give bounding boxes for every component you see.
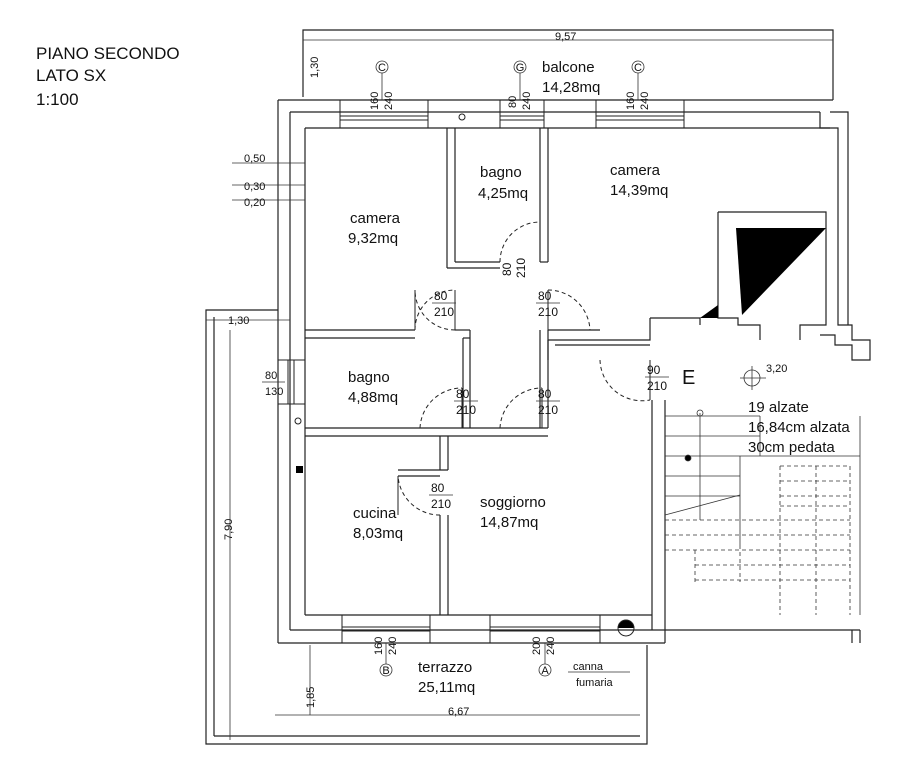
door-height: 210	[538, 305, 558, 319]
door-width: 80	[538, 387, 552, 401]
room-name-terrazzo: terrazzo	[418, 659, 472, 676]
room-name-bagno: bagno	[480, 164, 522, 181]
dim-wall: 0,50	[244, 153, 265, 165]
balcony-railing	[302, 29, 834, 100]
room-name-camera: camera	[350, 210, 401, 227]
dim-bottom-width: 6,67	[448, 706, 469, 718]
dim-bottom-depth: 1,85	[305, 687, 317, 708]
door-width: 80	[538, 289, 552, 303]
plan-title-side: LATO SX	[36, 66, 107, 85]
door-height: 210	[647, 379, 667, 393]
door-width: 80	[431, 481, 445, 495]
opening-height: 240	[387, 637, 399, 655]
axis-mark-a: A	[541, 665, 549, 677]
opening-width: 80	[265, 370, 277, 382]
stairs-risers: 19 alzate	[748, 399, 809, 416]
dim-left: 1,30	[228, 315, 249, 327]
room-area: 14,39mq	[610, 182, 668, 199]
door-width: 80	[500, 262, 514, 276]
door-height: 210	[431, 497, 451, 511]
plan-title-floor: PIANO SECONDO	[36, 44, 180, 63]
axis-mark-b: B	[382, 665, 389, 677]
staircase	[664, 409, 861, 615]
door-height: 210	[456, 403, 476, 417]
plan-scale: 1:100	[36, 90, 79, 109]
axis-mark-c: C	[378, 62, 386, 74]
dim-wall: 0,30	[244, 181, 265, 193]
room-name-bagno: bagno	[348, 369, 390, 386]
opening-width: 160	[373, 637, 385, 655]
chimney-flue-icon	[618, 620, 634, 628]
stairs-tread: 30cm pedata	[748, 439, 835, 456]
door-height: 210	[434, 305, 454, 319]
door-width: 90	[647, 363, 661, 377]
axis-mark-g: G	[516, 62, 525, 74]
opening-width: 160	[369, 92, 381, 110]
opening-width: 160	[625, 92, 637, 110]
opening-height: 130	[265, 386, 283, 398]
door-width: 80	[434, 289, 448, 303]
room-area: 9,32mq	[348, 230, 398, 247]
opening-height: 240	[639, 92, 651, 110]
room-name-soggiorno: soggiorno	[480, 494, 546, 511]
room-name-balcone: balcone	[542, 59, 595, 76]
door-width: 80	[456, 387, 470, 401]
structural-void-marker	[736, 228, 826, 315]
opening-height: 240	[521, 92, 533, 110]
opening-width: 80	[507, 96, 519, 108]
terrace-railing	[205, 309, 648, 745]
axis-mark-c: C	[634, 62, 642, 74]
room-name-camera: camera	[610, 162, 661, 179]
door-height: 210	[538, 403, 558, 417]
room-name-cucina: cucina	[353, 505, 397, 522]
room-area: 25,11mq	[418, 679, 475, 696]
room-area: 14,87mq	[480, 514, 538, 531]
level-mark: 3,20	[766, 363, 787, 375]
opening-width: 200	[531, 637, 543, 655]
dim-wall: 0,20	[244, 197, 265, 209]
dim-balcony-depth: 1,30	[309, 57, 321, 78]
fumaria-label: fumaria	[576, 677, 614, 689]
opening-height: 240	[383, 92, 395, 110]
room-area: 4,25mq	[478, 185, 528, 202]
room-area: 4,88mq	[348, 389, 398, 406]
opening-height: 240	[545, 637, 557, 655]
room-area: 8,03mq	[353, 525, 403, 542]
door-height: 210	[514, 258, 528, 278]
canna-label: canna	[573, 661, 604, 673]
dim-left-height: 7,90	[223, 519, 235, 540]
room-area: 14,28mq	[542, 79, 600, 96]
stairs-riser-height: 16,84cm alzata	[748, 419, 850, 436]
entrance-label: E	[682, 367, 695, 389]
dim-top-width: 9,57	[555, 31, 576, 43]
